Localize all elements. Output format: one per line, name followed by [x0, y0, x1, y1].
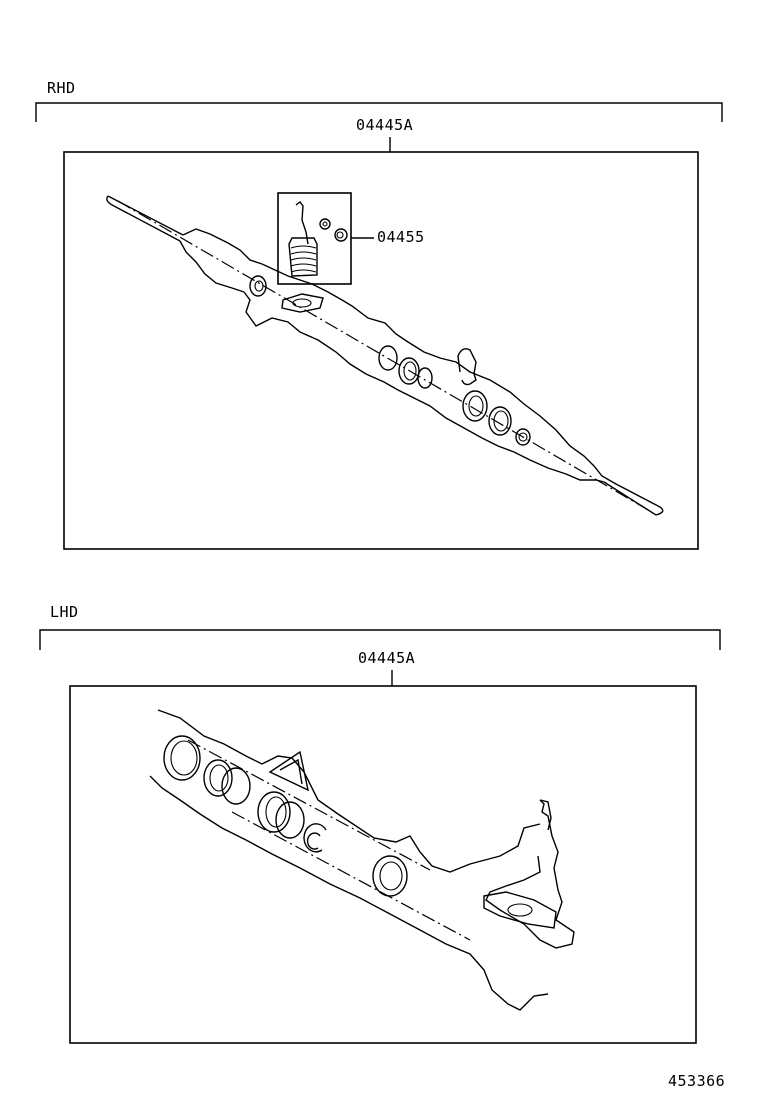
diagram-id: 453366 [668, 1072, 726, 1090]
rhd-seal-ring-left [249, 275, 267, 297]
rhd-bracket [35, 102, 723, 122]
section-label-rhd: RHD [47, 79, 76, 97]
part-number-rhd: 04445A [356, 116, 414, 134]
lhd-steering-gear-housing [149, 709, 575, 1011]
rhd-seal-rings [378, 345, 531, 446]
rhd-gasket [281, 293, 324, 313]
lhd-bracket [39, 629, 721, 650]
section-label-lhd: LHD [50, 603, 79, 621]
lhd-seal-rings [163, 735, 408, 897]
rhd-section [35, 102, 723, 550]
part-number-lhd: 04445A [358, 649, 416, 667]
callout-04455: 04455 [377, 228, 425, 246]
rhd-frame [63, 151, 699, 550]
rhd-steering-gear-housing [106, 195, 664, 516]
lhd-section [39, 629, 721, 1044]
rhd-callout-box-04455 [277, 192, 374, 285]
lhd-frame [69, 685, 697, 1044]
